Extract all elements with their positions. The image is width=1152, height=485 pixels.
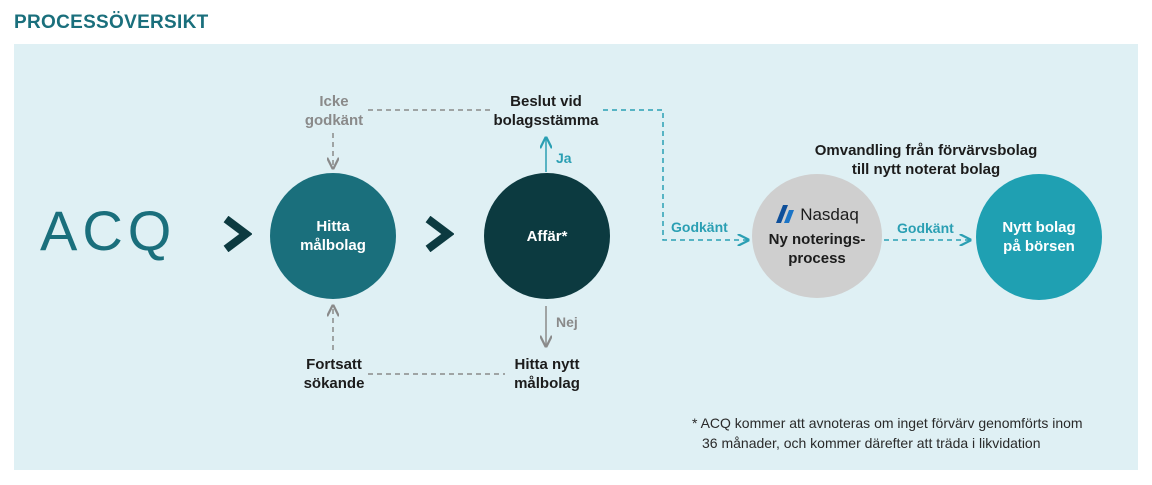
nasdaq-logo: Nasdaq <box>775 204 859 224</box>
label-line: Hitta nytt <box>514 356 580 373</box>
label-nej: Nej <box>556 314 578 330</box>
label-line: sökande <box>303 375 365 392</box>
node-hitta-malbolag: Hitta målbolag <box>270 173 396 299</box>
label-line: målbolag <box>514 375 580 392</box>
node-label-line: Nytt bolag <box>1002 219 1076 236</box>
label-line: godkänt <box>304 112 364 129</box>
footnote-line: 36 månader, och kommer därefter att träd… <box>702 435 1041 451</box>
label-icke-godkant: Icke godkänt <box>298 92 370 130</box>
label-line: Omvandling från förvärvsbolag <box>814 142 1038 159</box>
label-line: Beslut vid <box>510 93 582 110</box>
node-affar: Affär* <box>484 173 610 299</box>
label-line: Icke <box>319 93 349 110</box>
page-title: PROCESSÖVERSIKT <box>14 12 209 33</box>
label-fortsatt-sokande: Fortsatt sökande <box>298 355 370 393</box>
label-line: till nytt noterat bolag <box>851 161 1001 178</box>
node-label-line: målbolag <box>300 237 366 254</box>
node-nytt-bolag: Nytt bolag på börsen <box>976 174 1102 300</box>
label-beslut: Beslut vid bolagsstämma <box>486 92 606 130</box>
nasdaq-logo-icon <box>776 205 795 223</box>
chevron-right-icon <box>223 216 252 252</box>
label-godkant-2: Godkänt <box>897 220 954 236</box>
acq-logo: ACQ <box>40 199 177 262</box>
label-ja: Ja <box>556 150 572 166</box>
node-label-line: på börsen <box>1003 238 1075 255</box>
label-omvandling: Omvandling från förvärvsbolag till nytt … <box>796 141 1056 179</box>
label-line: Fortsatt <box>306 356 362 373</box>
node-ny-noteringsprocess: Nasdaq Ny noterings- process <box>752 174 882 298</box>
node-label-line: Ny noterings- <box>768 231 866 248</box>
footnote-line: * ACQ kommer att avnoteras om inget förv… <box>692 415 1083 431</box>
label-line: bolagsstämma <box>493 112 599 129</box>
line-beslut-to-nasdaq <box>603 109 748 240</box>
node-label-line: Affär* <box>526 227 568 245</box>
footnote: * ACQ kommer att avnoteras om inget förv… <box>692 413 1083 453</box>
nasdaq-brand-text: Nasdaq <box>800 204 859 224</box>
node-label-line: Hitta <box>316 218 350 235</box>
chevron-right-icon <box>425 216 454 252</box>
node-label-line: process <box>788 250 846 267</box>
label-godkant-1: Godkänt <box>671 219 728 235</box>
label-hitta-nytt-malbolag: Hitta nytt målbolag <box>500 355 594 393</box>
